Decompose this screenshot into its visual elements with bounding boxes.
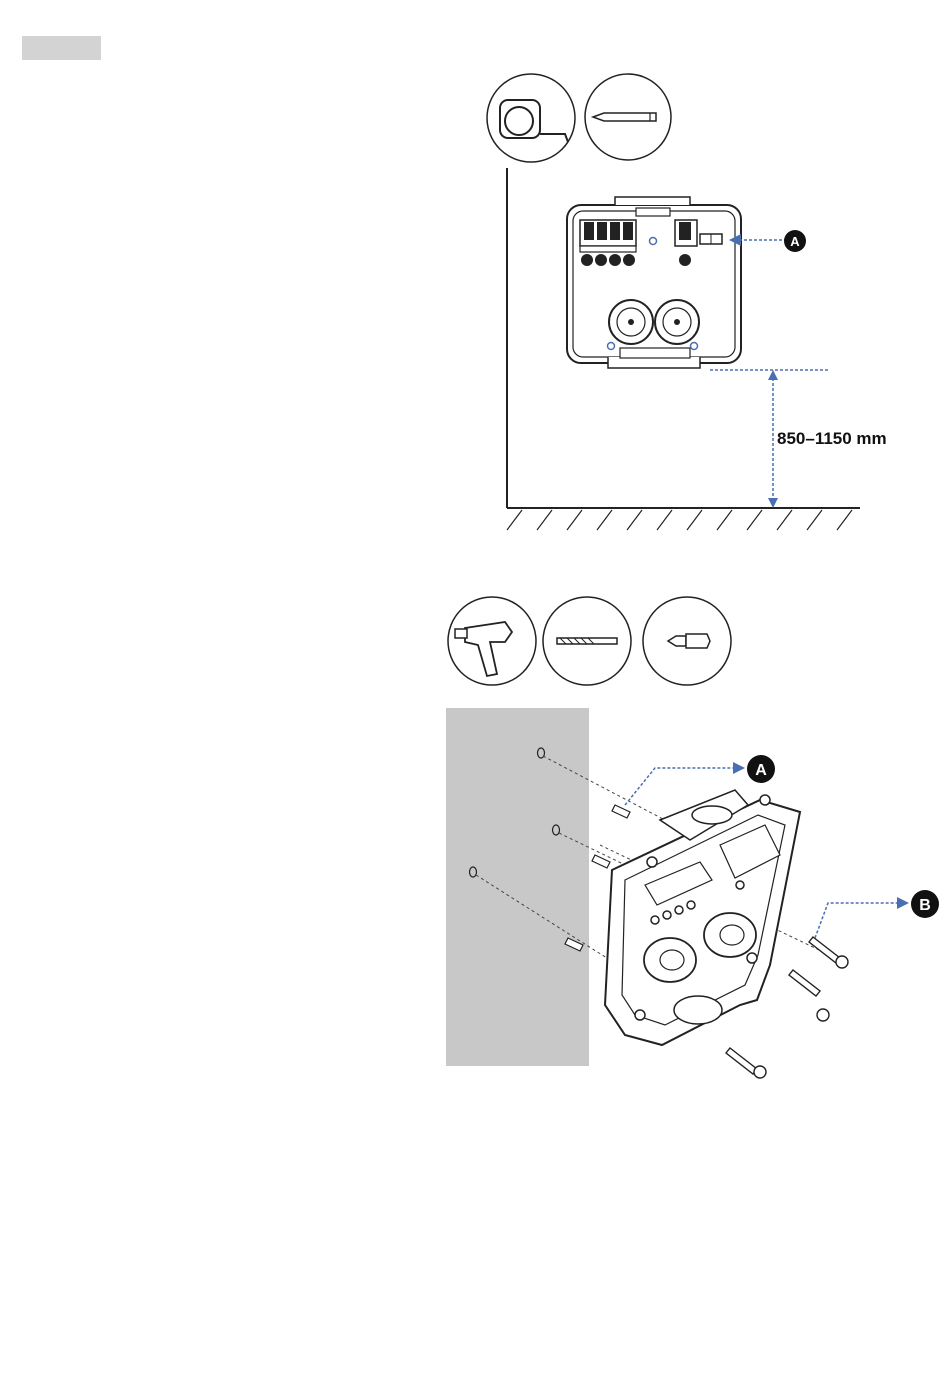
floor-hatching [507, 510, 852, 530]
callout-b-label: B [919, 897, 931, 914]
callout-a-label-2: A [755, 762, 767, 779]
backplate-perspective-view [605, 790, 800, 1045]
pencil-icon [585, 74, 671, 160]
tape-measure-icon [487, 74, 575, 162]
callout-b-badge: B [911, 890, 939, 918]
height-range-label: 850–1150 mm [777, 429, 887, 448]
callout-a-badge-2: A [747, 755, 775, 783]
backplate-front-view [567, 197, 741, 368]
drill-bit-icon [543, 597, 631, 685]
screwdriver-bit-icon [643, 597, 731, 685]
callout-a-label: A [790, 234, 800, 249]
figure-drilling-and-screwing: A B [446, 597, 939, 1078]
drill-icon [448, 597, 536, 685]
wall-surface [446, 708, 589, 1066]
figure-wall-mount-height: A 850–1150 mm [487, 74, 887, 530]
callout-a-badge: A [784, 230, 806, 252]
